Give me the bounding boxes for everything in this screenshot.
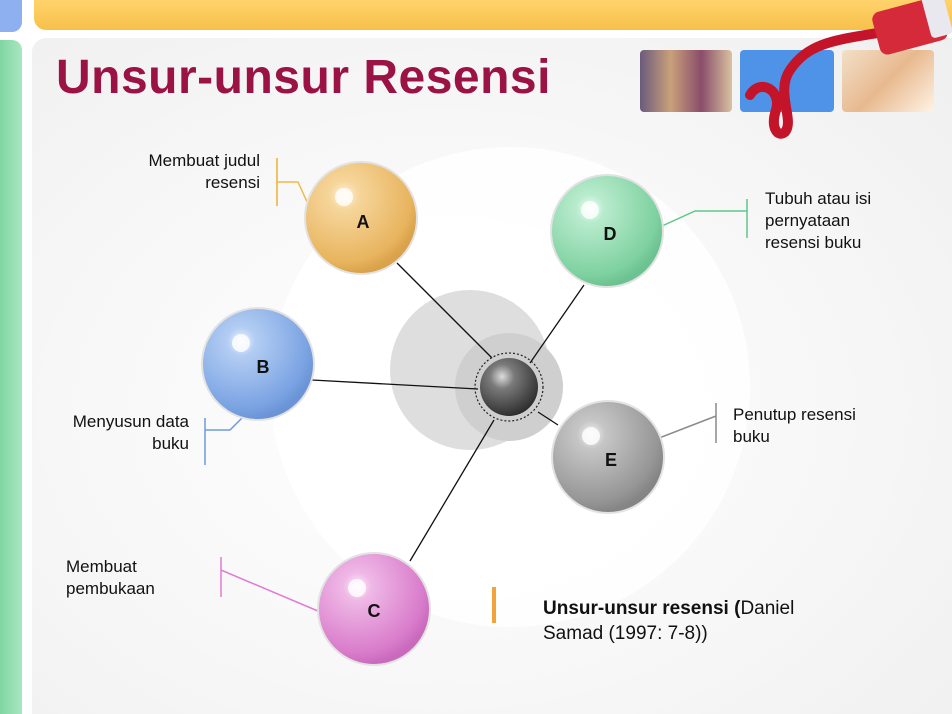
label-e: Penutup resensi buku — [733, 404, 856, 448]
citation: Unsur-unsur resensi (Daniel Samad (1997:… — [543, 596, 794, 646]
left-side-bar — [0, 40, 22, 714]
connector-b — [311, 379, 479, 390]
connector-e — [537, 411, 559, 426]
node-e: E — [551, 400, 665, 514]
node-b: B — [201, 307, 315, 421]
center-node — [480, 358, 538, 416]
label-c: Membuat pembukaan — [66, 556, 155, 600]
node-c: C — [317, 552, 431, 666]
label-a: Membuat judul resensi — [148, 150, 260, 194]
connector-d — [529, 284, 585, 364]
node-c-letter: C — [368, 601, 381, 621]
label-a-line-1: Membuat judul — [148, 151, 260, 170]
label-b-line-2: buku — [152, 434, 189, 453]
connector-a — [396, 262, 493, 359]
node-e-letter: E — [605, 450, 617, 470]
crayons-photo — [640, 50, 732, 112]
callout-b — [204, 402, 258, 465]
connector-c — [409, 419, 495, 562]
label-d-line-1: Tubuh atau isi — [765, 189, 872, 208]
label-d-line-2: pernyataan — [765, 211, 851, 230]
callout-c — [220, 557, 333, 618]
callout-d — [637, 199, 748, 238]
center-node-ring — [474, 352, 544, 422]
node-b-letter: B — [257, 357, 270, 377]
corner-tab-blue — [0, 0, 22, 32]
node-a-letter: A — [357, 212, 370, 232]
callout-e — [627, 403, 717, 451]
label-c-line-1: Membuat — [66, 557, 137, 576]
citation-author: Daniel — [740, 598, 795, 619]
node-a: A — [304, 161, 418, 275]
citation-bold: Unsur-unsur resensi ( — [543, 598, 741, 619]
node-d: D — [550, 174, 664, 288]
top-header-bar — [34, 0, 952, 30]
label-d: Tubuh atau isi pernyataan resensi buku — [765, 188, 871, 254]
label-e-line-1: Penutup resensi — [733, 405, 856, 424]
page-title: Unsur-unsur Resensi — [56, 51, 551, 104]
label-d-line-3: resensi buku — [765, 233, 862, 252]
label-a-line-2: resensi — [205, 173, 260, 192]
label-b: Menyusun data buku — [73, 411, 189, 455]
paint-tube-icon — [745, 0, 952, 139]
node-d-letter: D — [604, 224, 617, 244]
label-c-line-2: pembukaan — [66, 579, 155, 598]
citation-line-2: Samad (1997: 7-8)) — [543, 623, 708, 644]
label-b-line-1: Menyusun data — [72, 412, 189, 431]
label-e-line-2: buku — [733, 427, 770, 446]
child-reading-photo — [842, 50, 934, 112]
